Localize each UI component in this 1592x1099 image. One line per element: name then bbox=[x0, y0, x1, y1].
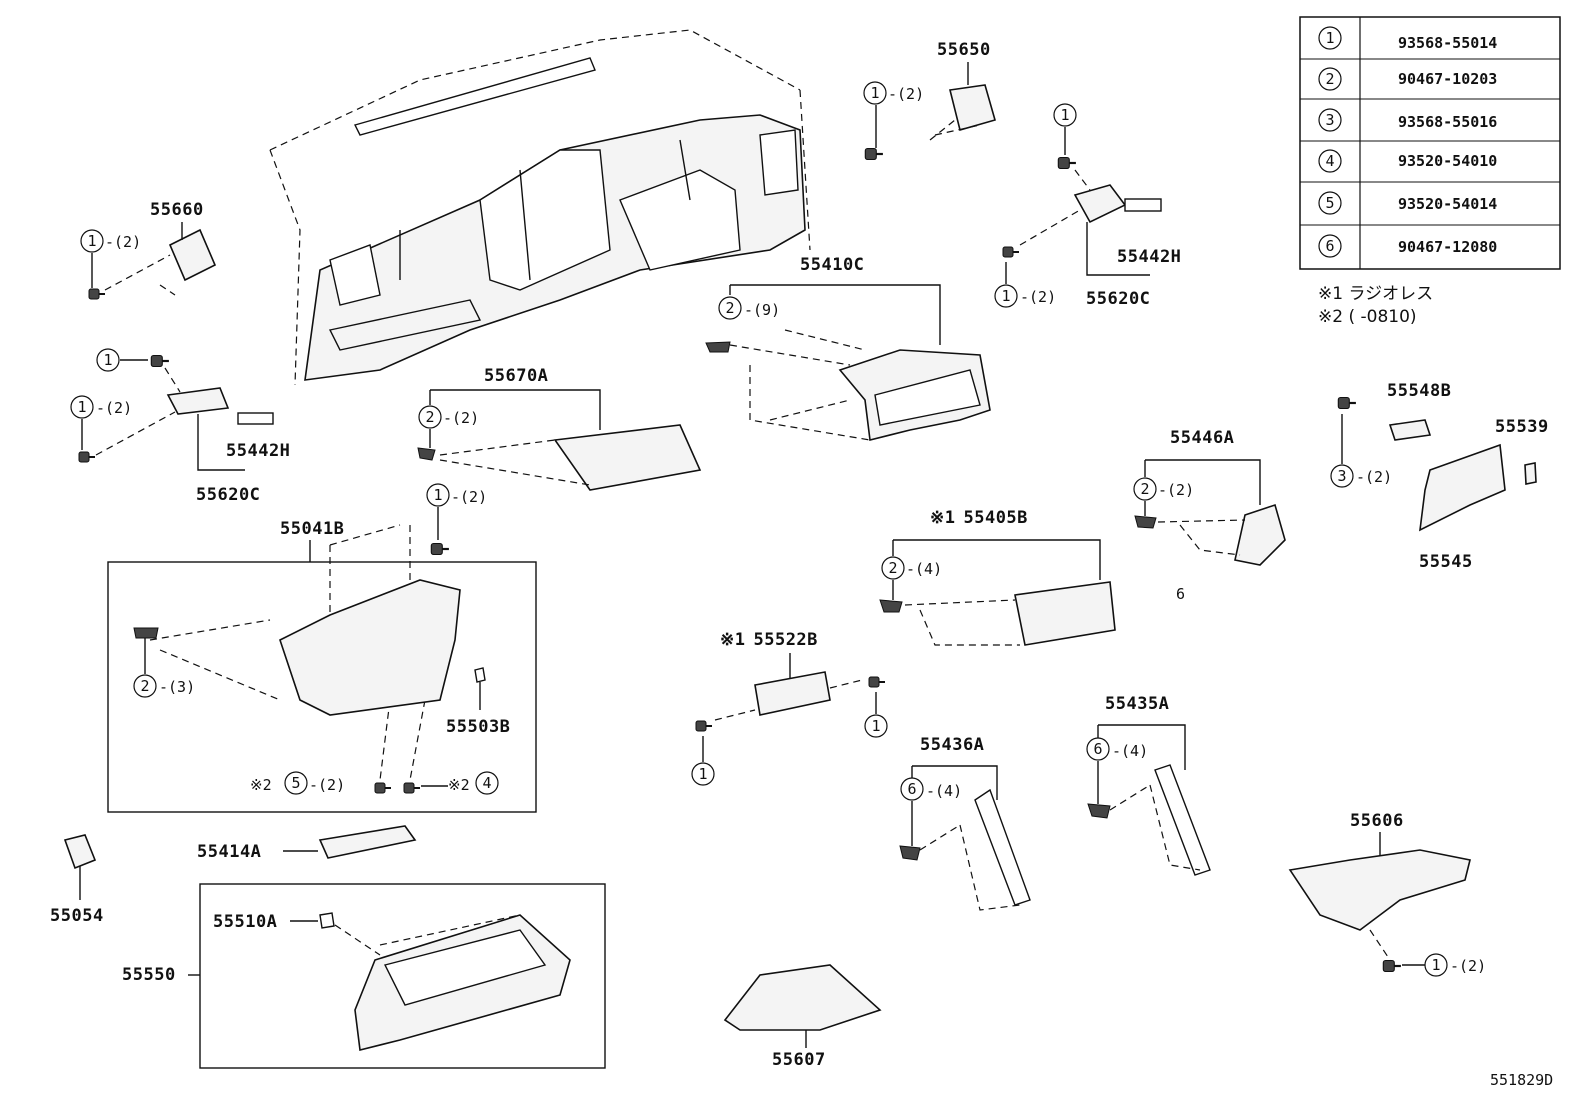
svg-text:-(2): -(2) bbox=[105, 233, 141, 251]
label-55435a: 55435A bbox=[1105, 694, 1169, 714]
note-2: ※2 ( -0810) bbox=[1318, 307, 1417, 327]
note-mark-1b: ※1 bbox=[720, 630, 745, 650]
label-55041b: 55041B bbox=[280, 519, 344, 539]
label-55405b: 55405B bbox=[963, 508, 1027, 528]
svg-text:-(3): -(3) bbox=[159, 678, 195, 696]
svg-text:-(2): -(2) bbox=[443, 409, 479, 427]
group-box-55550 bbox=[199, 883, 606, 1069]
part-55442h-right bbox=[1124, 198, 1162, 212]
svg-text:-(2): -(2) bbox=[1020, 288, 1056, 306]
part-55539 bbox=[1524, 462, 1537, 485]
part-55510a bbox=[319, 912, 335, 929]
part-55446a bbox=[1234, 503, 1286, 566]
table-part-4: 93520-54010 bbox=[1398, 152, 1497, 170]
part-55607 bbox=[723, 964, 882, 1031]
svg-text:-(4): -(4) bbox=[906, 560, 942, 578]
label-55446a: 55446A bbox=[1170, 428, 1234, 448]
label-55650: 55650 bbox=[937, 40, 991, 60]
label-55606: 55606 bbox=[1350, 811, 1404, 831]
part-55436a bbox=[974, 788, 1031, 906]
label-55442h-left: 55442H bbox=[226, 441, 290, 461]
diagram-id: 551829D bbox=[1490, 1071, 1553, 1089]
part-55522b bbox=[754, 671, 831, 716]
label-55548b: 55548B bbox=[1387, 381, 1451, 401]
label-55670a: 55670A bbox=[484, 366, 548, 386]
svg-text:-(2): -(2) bbox=[96, 399, 132, 417]
label-55436a: 55436A bbox=[920, 735, 984, 755]
part-55660 bbox=[168, 228, 217, 282]
label-55660: 55660 bbox=[150, 200, 204, 220]
part-55650 bbox=[949, 84, 996, 131]
svg-text:-(2): -(2) bbox=[451, 488, 487, 506]
label-55054: 55054 bbox=[50, 906, 104, 926]
note-mark-2a: ※2 bbox=[250, 776, 272, 794]
part-55620c-right bbox=[1073, 184, 1127, 224]
table-part-2: 90467-10203 bbox=[1398, 70, 1497, 88]
fastener-table: 93568-55014 90467-10203 93568-55016 9352… bbox=[1299, 16, 1561, 270]
label-55410c: 55410C bbox=[800, 255, 864, 275]
table-part-6: 90467-12080 bbox=[1398, 238, 1497, 256]
label-55503b: 55503B bbox=[446, 717, 510, 737]
part-55670a bbox=[553, 424, 702, 491]
svg-text:-(4): -(4) bbox=[926, 782, 962, 800]
stray-label: 6 bbox=[1176, 585, 1185, 603]
part-55414a bbox=[318, 825, 417, 859]
part-55041b bbox=[279, 579, 461, 716]
group-box-55041b bbox=[107, 561, 537, 813]
svg-text:-(4): -(4) bbox=[1112, 742, 1148, 760]
part-55606 bbox=[1288, 849, 1471, 931]
part-55054 bbox=[63, 834, 97, 870]
svg-text:-(2): -(2) bbox=[1356, 468, 1392, 486]
part-55405b bbox=[1014, 581, 1116, 646]
svg-text:-(2): -(2) bbox=[309, 776, 345, 794]
note-1: ※1 ラジオレス bbox=[1318, 284, 1433, 304]
label-55414a: 55414A bbox=[197, 842, 261, 862]
svg-text:-(2): -(2) bbox=[1158, 481, 1194, 499]
label-55442h-right: 55442H bbox=[1117, 247, 1181, 267]
part-55442h-left bbox=[237, 412, 274, 425]
table-part-5: 93520-54014 bbox=[1398, 195, 1497, 213]
label-55607: 55607 bbox=[772, 1050, 826, 1070]
table-part-1: 93568-55014 bbox=[1398, 34, 1497, 52]
table-part-3: 93568-55016 bbox=[1398, 113, 1497, 131]
svg-text:-(2): -(2) bbox=[888, 85, 924, 103]
part-55545 bbox=[1419, 443, 1506, 532]
part-55435a bbox=[1154, 764, 1211, 876]
label-55510a: 55510A bbox=[213, 912, 277, 932]
label-55545: 55545 bbox=[1419, 552, 1473, 572]
label-55522b: 55522B bbox=[753, 630, 817, 650]
svg-text:-(9): -(9) bbox=[744, 301, 780, 319]
label-55550: 55550 bbox=[122, 965, 176, 985]
note-mark-2b: ※2 bbox=[448, 776, 470, 794]
part-55620c-left bbox=[166, 387, 230, 415]
part-55503b bbox=[474, 667, 486, 683]
svg-text:-(2): -(2) bbox=[1450, 957, 1486, 975]
label-55539: 55539 bbox=[1495, 417, 1549, 437]
part-55548b bbox=[1388, 419, 1432, 441]
dashboard-panel-drawing bbox=[269, 29, 811, 386]
label-55620c-left: 55620C bbox=[196, 485, 260, 505]
note-mark-1: ※1 bbox=[930, 508, 955, 528]
label-55620c-right: 55620C bbox=[1086, 289, 1150, 309]
